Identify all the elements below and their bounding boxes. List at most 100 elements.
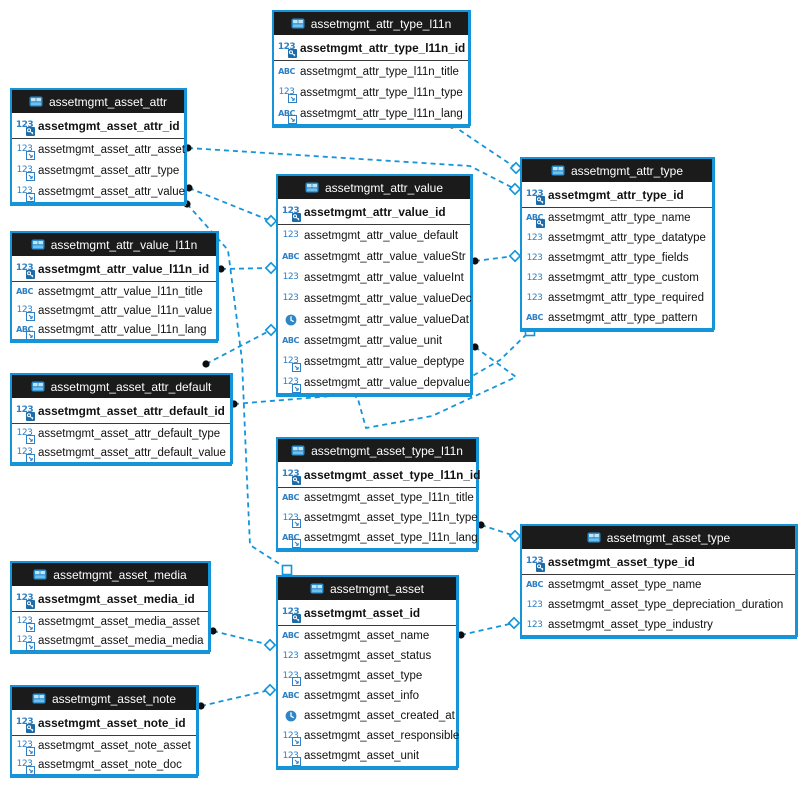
entity-header[interactable]: assetmgmt_attr_type_l11n (274, 12, 468, 35)
entity-header[interactable]: assetmgmt_asset_note (12, 687, 196, 710)
relationship-assetmgmt_asset_type_l11n-to-assetmgmt_asset_type[interactable] (480, 524, 516, 537)
relationship-assetmgmt_attr_type_l11n-to-assetmgmt_attr_type[interactable] (451, 124, 517, 169)
relationship-assetmgmt_asset_attr-to-assetmgmt_attr_value[interactable] (188, 187, 272, 222)
numeric-type-icon: 123 (526, 232, 543, 243)
relationship-assetmgmt_asset_note-to-assetmgmt_asset[interactable] (200, 689, 271, 707)
column-label: assetmgmt_attr_type_l11n_lang (300, 107, 463, 120)
relationship-assetmgmt_asset_attr_default-to-assetmgmt_attr_type[interactable] (233, 330, 531, 405)
relationship-assetmgmt_attr_value_l11n-to-assetmgmt_attr_value[interactable] (220, 267, 272, 270)
entity-header[interactable]: assetmgmt_asset_type (522, 526, 795, 549)
numeric-type-icon: 123 (15, 427, 35, 444)
numeric-type-icon: 123 (277, 86, 297, 103)
relationship-assetmgmt_asset_media-to-assetmgmt_asset[interactable] (212, 630, 271, 646)
entity-header[interactable]: assetmgmt_asset_type_l11n (278, 439, 476, 462)
entity-header[interactable]: assetmgmt_asset_attr (12, 90, 184, 113)
entity-header[interactable]: assetmgmt_attr_type (522, 159, 712, 182)
numeric-type-icon: 123 (281, 468, 301, 485)
relationship-assetmgmt_asset-to-assetmgmt_asset_type[interactable] (460, 622, 515, 636)
numeric-type-icon: 123 (281, 749, 301, 766)
entity-header[interactable]: assetmgmt_attr_value (278, 176, 470, 199)
column-label: assetmgmt_asset_note_doc (38, 758, 182, 771)
column-label: assetmgmt_asset_note_asset (38, 739, 191, 752)
relationship-assetmgmt_asset_attr-to-assetmgmt_asset[interactable] (186, 203, 288, 571)
column-row-field[interactable]: assetmgmt_attr_value_valueDat (278, 309, 470, 330)
entity-title: assetmgmt_attr_type (570, 163, 684, 178)
column-row-field[interactable]: assetmgmt_asset_created_at (278, 706, 456, 726)
foreign-key-badge (26, 434, 35, 444)
one-end-diamond (264, 214, 278, 228)
foreign-key-badge (26, 641, 35, 651)
entity-header[interactable]: assetmgmt_asset (278, 577, 456, 600)
relationship-assetmgmt_asset_attr_default-to-assetmgmt_attr_value[interactable] (205, 329, 272, 365)
relationship-assetmgmt_asset_attr-to-assetmgmt_attr_type[interactable] (187, 147, 516, 190)
entity-header[interactable]: assetmgmt_attr_value_l11n (12, 233, 216, 256)
entity-header[interactable]: assetmgmt_asset_attr_default (12, 375, 230, 398)
relationship-assetmgmt_attr_value-to-assetmgmt_attr_type[interactable] (474, 255, 516, 262)
entity-header[interactable]: assetmgmt_asset_media (12, 563, 208, 586)
